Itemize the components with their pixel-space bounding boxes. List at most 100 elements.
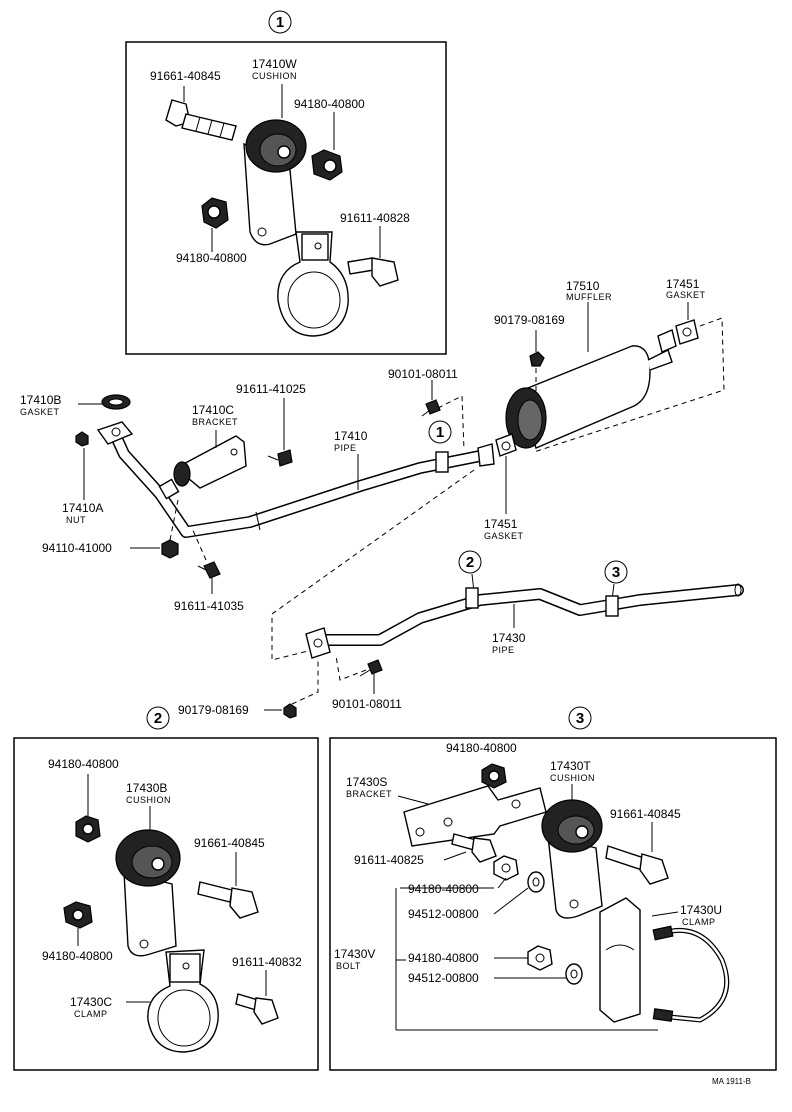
pipe-17410-number: 17410 [334,429,368,443]
pipe-17410-name: PIPE [334,443,357,453]
muffler-17510-number: 17510 [566,279,600,293]
clamp-17430u-part [599,897,730,1023]
clamp-17430u-number: 17430U [680,903,722,917]
nut-17410a-part [75,431,89,447]
bolt-91611-41025-label: 91611-41025 [236,382,306,396]
bolt-91611-40832-part [235,993,279,1025]
callout-2-label: 2 [154,710,162,727]
bolt-17430v-number: 17430V [334,947,375,961]
cushion-17430t-name: CUSHION [550,773,595,783]
bolt-91661-40845-p2-part [197,881,259,919]
bolt-91611-40825-label: 91611-40825 [354,853,424,867]
nut-94180-40800-p2-bottom-label: 94180-40800 [42,949,113,963]
callout-3-label: 3 [576,710,584,727]
bolt-91611-41025-part [267,449,293,467]
nut-94180-40800-upper-part [311,149,343,181]
nut-94180-40800-p3-low-part [527,945,553,971]
nut-94180-40800-p2-top-part [75,815,101,843]
bolt-17430v-name: BOLT [336,961,361,971]
callout-circle-3 [568,706,592,730]
nut-94110-41000-label: 94110-41000 [42,541,112,555]
washer-94512-00800-upper-label: 94512-00800 [408,907,479,921]
bolt-91611-40832-label: 91611-40832 [232,955,302,969]
bracket-17410c-number: 17410C [192,403,234,417]
pipe-17430-name: PIPE [492,645,515,655]
muffler-17510-name: MUFFLER [566,292,612,302]
clamp-17430c-part [147,949,219,1053]
cushion-17430b-part [115,829,181,957]
nut-94180-40800-p3-mid-label: 94180-40800 [408,882,479,896]
bolt-91661-40845-p3-label: 91661-40845 [610,807,681,821]
callout-1-label: 1 [276,14,284,31]
muffler-17510-part [505,345,673,449]
nut-90179-08169-upper-label: 90179-08169 [494,313,565,327]
gasket-17451-upper-name: GASKET [666,290,706,300]
nut-94180-40800-p3-top-label: 94180-40800 [446,741,517,755]
bolt-91661-40845-part [165,99,237,141]
nut-94180-40800-p2-bottom-part [63,901,93,929]
gasket-17451-lower-number: 17451 [484,517,518,531]
callout-2-main-label: 2 [466,554,474,571]
detail-panel-2: 2 94180-40800 17430B CUSHION 91661-40845 [13,706,319,1071]
panel-2-frame [13,737,319,1071]
callout-circle-1-main [428,420,452,444]
panel-1-frame [125,41,447,355]
callout-circle-2 [146,706,170,730]
clamp-17430c-name: CLAMP [74,1009,108,1019]
gasket-17451-lower-part [495,433,517,457]
callout-circle-2-main [458,550,482,574]
bolt-90101-08011-upper-label: 90101-08011 [388,367,458,381]
pipe-17430-part [305,583,744,659]
bracket-17430s-part [403,785,547,847]
bolt-91661-40845-label: 91661-40845 [150,69,221,83]
callout-3-main-label: 3 [612,564,620,581]
cushion-17430b-number: 17430B [126,781,167,795]
nut-17410a-number: 17410A [62,501,103,515]
detail-panel-3: 3 94180-40800 17430S BRACKET 17430T CUSH… [329,706,777,1071]
callout-circle-3-main [604,560,628,584]
clamp-17430c-number: 17430C [70,995,112,1009]
bolt-91611-41035-part [197,561,221,579]
bolt-91661-40845-p2-label: 91661-40845 [194,836,265,850]
bolt-91661-40845-p3-part [605,845,669,885]
bolt-91611-40825-part [451,833,497,863]
bolt-91611-40828-label: 91611-40828 [340,211,410,225]
clamp-panel-1-part [277,231,349,337]
cushion-17410w-name: CUSHION [252,71,297,81]
nut-94180-40800-lower-part [201,197,229,229]
cushion-17430t-number: 17430T [550,759,591,773]
nut-17410a-name: NUT [66,515,86,525]
gasket-17410b-name: GASKET [20,407,60,417]
nut-94180-40800-lower-label: 94180-40800 [176,251,247,265]
bracket-17430s-number: 17430S [346,775,387,789]
gasket-17410b-number: 17410B [20,393,61,407]
clamp-17430u-name: CLAMP [682,917,716,927]
panel-3-frame [329,737,777,1071]
bracket-17410c-name: BRACKET [192,417,238,427]
nut-90179-08169-lower-label: 90179-08169 [178,703,249,717]
gasket-17451-lower-name: GASKET [484,531,524,541]
nut-90179-08169-lower-part [283,703,297,719]
bolt-90101-08011-lower-part [359,659,383,677]
bolt-90101-08011-upper-part [421,399,441,417]
washer-94512-00800-lower-label: 94512-00800 [408,971,479,985]
nut-94180-40800-p3-low-label: 94180-40800 [408,951,479,965]
bracket-17410c-part [173,435,247,489]
gasket-17451-upper-part [657,319,699,353]
bolt-91611-40828-part [347,257,399,287]
bracket-17430s-name: BRACKET [346,789,392,799]
nut-90179-08169-upper-part [529,351,545,367]
nut-94110-41000-part [161,539,179,559]
gasket-17410b-part [101,394,131,410]
cushion-17430b-name: CUSHION [126,795,171,805]
nut-94180-40800-p3-top-part [481,763,507,789]
pipe-17430-number: 17430 [492,631,526,645]
cushion-17410w-part [243,119,307,246]
callout-1-main-label: 1 [436,424,444,441]
bolt-91611-41035-label: 91611-41035 [174,599,244,613]
nut-94180-40800-upper-label: 94180-40800 [294,97,365,111]
detail-panel-1: 1 91661-40845 17410W CUSHION 94180-40 [125,10,447,355]
nut-94180-40800-p2-top-label: 94180-40800 [48,757,119,771]
drawing-reference: MA 1911-B [712,1077,751,1086]
